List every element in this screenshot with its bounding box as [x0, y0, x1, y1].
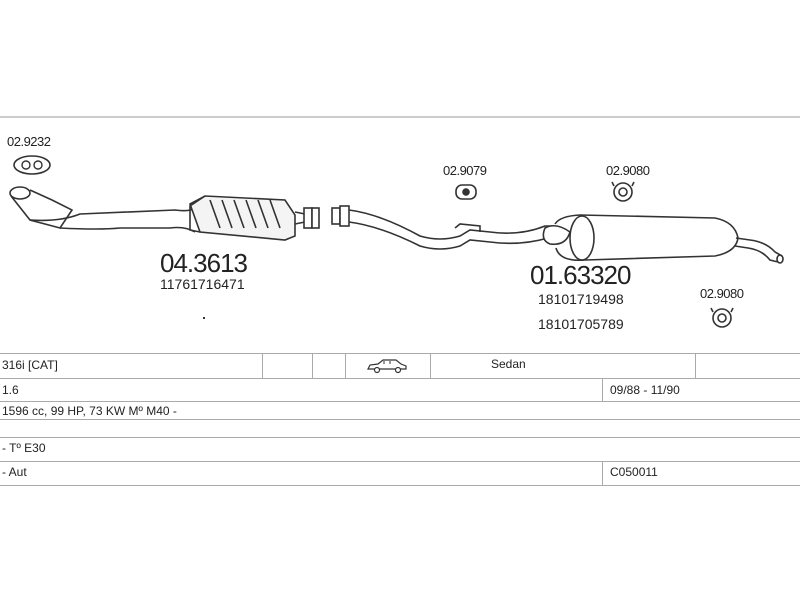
- table-divider: [430, 353, 431, 378]
- catalog-code-cell: C050011: [610, 465, 658, 479]
- table-line: [0, 419, 800, 420]
- middle-pipe: [331, 205, 556, 250]
- table-divider: [602, 378, 603, 401]
- part-code-gasket: 02.9232: [7, 134, 51, 149]
- years-cell: 09/88 - 11/90: [610, 383, 680, 397]
- rear-silencer: [542, 214, 784, 264]
- table-divider: [262, 353, 263, 378]
- table-line: [0, 461, 800, 462]
- sedan-car-icon: [367, 359, 407, 374]
- part-code-rear-silencer: 01.63320: [530, 260, 631, 290]
- front-pipe-catalyst: [9, 186, 320, 241]
- table-divider: [695, 353, 696, 378]
- type-cell: - Tº E30: [2, 441, 46, 455]
- mount-icon: [455, 184, 477, 200]
- table-line: [0, 485, 800, 486]
- table-line: [0, 353, 800, 354]
- oe-number-catalyst: 11761716471: [160, 276, 245, 292]
- part-code-mount-3: 02.9080: [700, 286, 744, 301]
- table-line: [0, 378, 800, 379]
- part-code-mount-2: 02.9080: [606, 163, 650, 178]
- table-line: [0, 401, 800, 402]
- oe-number-rear-2: 18101705789: [538, 316, 624, 332]
- table-divider: [345, 353, 346, 378]
- gasket-icon: [13, 155, 51, 175]
- part-code-catalyst: 04.3613: [160, 248, 248, 278]
- oe-number-rear-1: 18101719498: [538, 291, 624, 307]
- table-divider: [602, 461, 603, 485]
- engine-details-cell: 1596 cc, 99 HP, 73 KW Mº M40 -: [2, 404, 177, 418]
- table-divider: [312, 353, 313, 378]
- part-code-mount-1: 02.9079: [443, 163, 487, 178]
- mount-icon: [611, 181, 635, 202]
- marker-dot: [203, 317, 205, 319]
- engine-size-cell: 1.6: [2, 383, 19, 397]
- mount-icon: [710, 307, 734, 328]
- body-type-cell: Sedan: [491, 357, 526, 371]
- model-cell: 316i [CAT]: [2, 358, 58, 372]
- transmission-cell: - Aut: [2, 465, 27, 479]
- table-line: [0, 437, 800, 438]
